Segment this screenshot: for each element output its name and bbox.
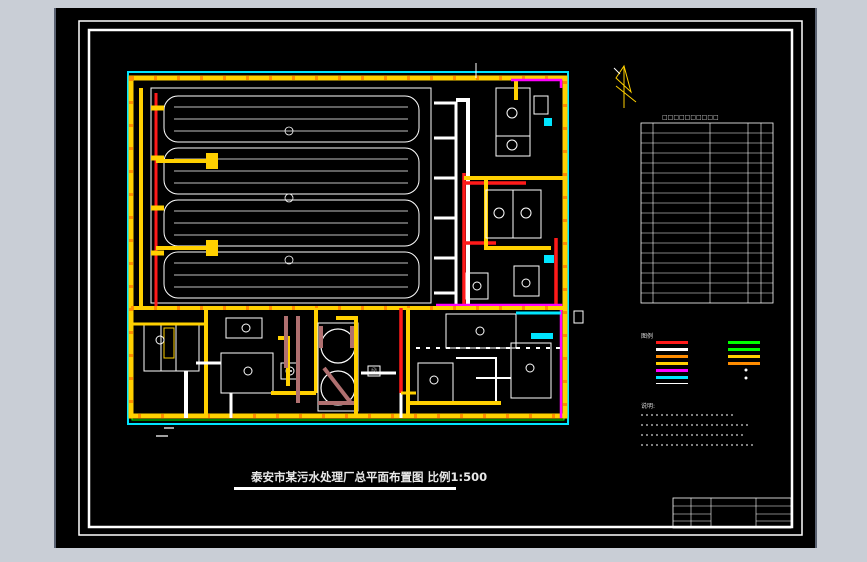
red-pipe-right: [462, 173, 558, 310]
clarifier-1: [320, 328, 356, 364]
site-plan-drawing: ⑫ □□□□□□□□□□ 图例 说明:: [78, 20, 803, 536]
inner-frame: [87, 28, 794, 529]
building-top-1: [495, 87, 531, 137]
notes-block: 说明:: [641, 402, 756, 446]
legend-heading: 图例: [641, 332, 653, 340]
cad-viewport[interactable]: ⑫ □□□□□□□□□□ 图例 说明:: [54, 8, 817, 548]
notes-heading: 说明:: [641, 402, 655, 410]
building-bottom-right-2: [510, 342, 552, 399]
building-bottom-right-1: [445, 313, 517, 349]
legend-box: 图例: [641, 332, 760, 384]
fence-line: [129, 76, 567, 418]
building-bottom-left: [143, 322, 200, 372]
svg-text:□□□□□□□□□□: □□□□□□□□□□: [662, 114, 719, 121]
building-center: [220, 352, 274, 394]
brown-pipe: [284, 316, 300, 403]
left-feed-branches: [151, 105, 164, 256]
svg-text:⑫: ⑫: [371, 367, 377, 375]
feed-box-2: [206, 240, 218, 256]
drawing-title: 泰安市某污水处理厂总平面布置图 比例1:500: [250, 470, 487, 484]
title-block: [672, 497, 792, 529]
feed-box-1: [206, 153, 218, 169]
oxidation-ditch-block: [150, 87, 432, 304]
north-arrow-icon: [613, 64, 637, 108]
structures-table: □□□□□□□□□□: [640, 114, 774, 304]
title-underline: [234, 487, 456, 490]
magenta-pipe: [436, 303, 563, 418]
outer-frame: [78, 20, 803, 536]
site-boundary-cyan: [127, 71, 569, 425]
right-manifold: [434, 101, 458, 308]
